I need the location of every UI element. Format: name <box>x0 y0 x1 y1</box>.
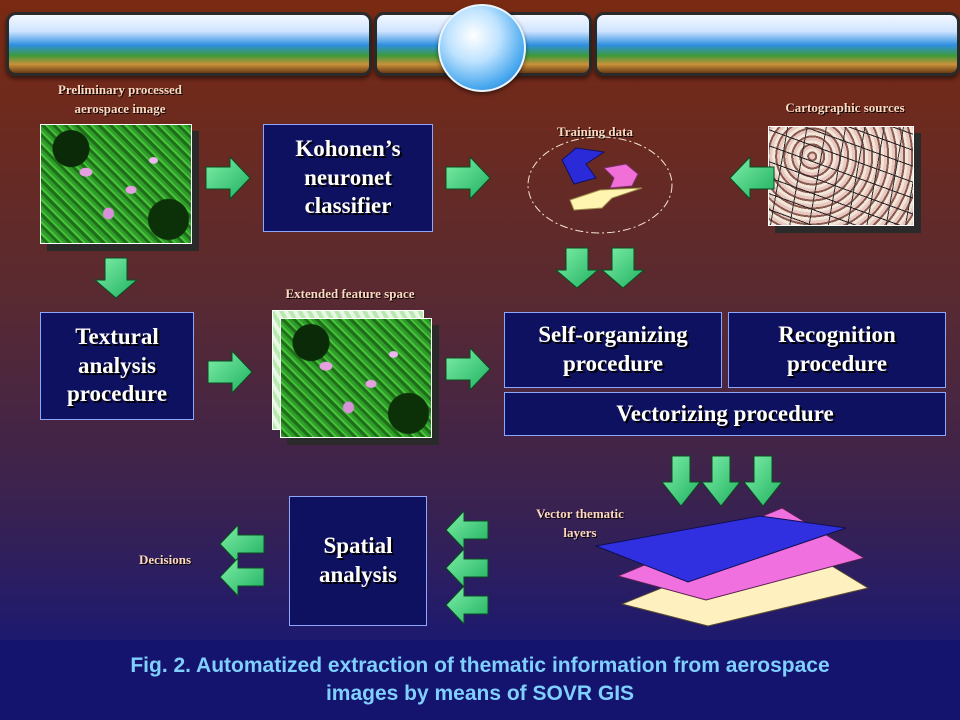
arrow-carto-to-training <box>729 155 775 201</box>
arrow-textural-to-feature <box>207 349 253 395</box>
feature-space-image-front <box>280 318 432 438</box>
training-data-ellipse <box>527 136 673 234</box>
vectorizing-box: Vectorizing procedure <box>504 392 946 436</box>
header-banner-left <box>6 12 372 76</box>
header-banner-right <box>594 12 960 76</box>
figure-caption: Fig. 2. Automatized extraction of themat… <box>0 640 960 720</box>
label-decisions: Decisions <box>139 552 191 567</box>
label-training-data: Training data <box>557 124 633 139</box>
globe-icon <box>438 4 526 92</box>
arrow-layers-to-spatial-1 <box>445 509 489 551</box>
arrow-vector-to-layers-2 <box>700 455 742 507</box>
arrow-spatial-to-decisions-2 <box>219 556 265 598</box>
training-shape-pink <box>602 163 639 189</box>
label-extended-feature-space: Extended feature space <box>285 286 415 301</box>
cartographic-map-image <box>768 126 914 226</box>
training-shape-yellow <box>569 187 643 211</box>
training-shape-blue <box>561 147 606 185</box>
arrow-image-to-textural <box>93 257 139 299</box>
aerospace-image <box>40 124 192 244</box>
arrow-vector-to-layers-3 <box>742 455 784 507</box>
arrow-feature-to-selforg <box>445 346 491 392</box>
layer-top <box>594 515 847 583</box>
arrow-layers-to-spatial-3 <box>445 584 489 626</box>
label-cartographic-sources: Cartographic sources <box>785 100 905 115</box>
arrow-vector-to-layers-1 <box>660 455 702 507</box>
arrow-training-to-selforg-2 <box>600 247 646 289</box>
arrow-kohonen-to-training <box>445 155 491 201</box>
arrow-layers-to-spatial-2 <box>445 547 489 589</box>
arrow-spatial-to-decisions-1 <box>219 523 265 565</box>
arrow-training-to-selforg-1 <box>554 247 600 289</box>
arrow-image-to-kohonen <box>205 155 251 201</box>
